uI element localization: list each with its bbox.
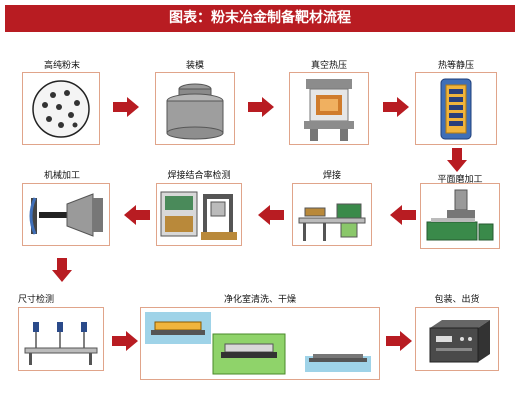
step-label-vacuum-hot-pressing: 真空热压 bbox=[310, 61, 347, 71]
step-image-machining bbox=[22, 183, 110, 246]
step-image-hot-isostatic-pressing bbox=[415, 72, 497, 145]
arrow-right-icon bbox=[386, 331, 412, 351]
step-image-welding bbox=[292, 183, 372, 246]
step-label-high-purity-powder: 高纯粉末 bbox=[43, 61, 80, 71]
arrow-left-icon bbox=[124, 205, 150, 225]
step-label-dimension-inspection: 尺寸检测 bbox=[18, 295, 55, 305]
step-image-surface-grinding bbox=[420, 183, 500, 249]
step-label-cleanroom-cleaning-drying: 净化室清洗、干燥 bbox=[223, 295, 296, 305]
diagram-title: 图表：粉末冶金制备靶材流程 bbox=[169, 10, 351, 26]
step-label-surface-grinding: 平面磨加工 bbox=[437, 175, 483, 185]
arrow-right-icon bbox=[248, 97, 274, 117]
step-image-cleanroom-cleaning-drying bbox=[140, 307, 380, 380]
step-image-packaging-shipping bbox=[415, 307, 499, 371]
step-image-bonding-rate-test bbox=[156, 183, 242, 246]
step-label-machining: 机械加工 bbox=[43, 171, 80, 181]
step-label-welding: 焊接 bbox=[322, 171, 341, 181]
arrow-down-icon bbox=[447, 148, 467, 172]
step-label-hot-isostatic-pressing: 热等静压 bbox=[437, 61, 474, 71]
title-bar: 图表：粉末冶金制备靶材流程 bbox=[5, 5, 515, 32]
arrow-right-icon bbox=[383, 97, 409, 117]
step-image-mold-loading bbox=[155, 72, 235, 145]
step-label-bonding-rate-test: 焊接结合率检测 bbox=[167, 171, 231, 181]
step-image-vacuum-hot-pressing bbox=[289, 72, 369, 145]
arrow-left-icon bbox=[258, 205, 284, 225]
step-label-packaging-shipping: 包装、出货 bbox=[434, 295, 480, 305]
arrow-left-icon bbox=[390, 205, 416, 225]
arrow-down-icon bbox=[52, 258, 72, 282]
step-image-dimension-inspection bbox=[18, 307, 104, 371]
arrow-right-icon bbox=[112, 331, 138, 351]
arrow-right-icon bbox=[113, 97, 139, 117]
step-image-high-purity-powder bbox=[22, 72, 100, 145]
step-label-mold-loading: 装模 bbox=[185, 61, 204, 71]
